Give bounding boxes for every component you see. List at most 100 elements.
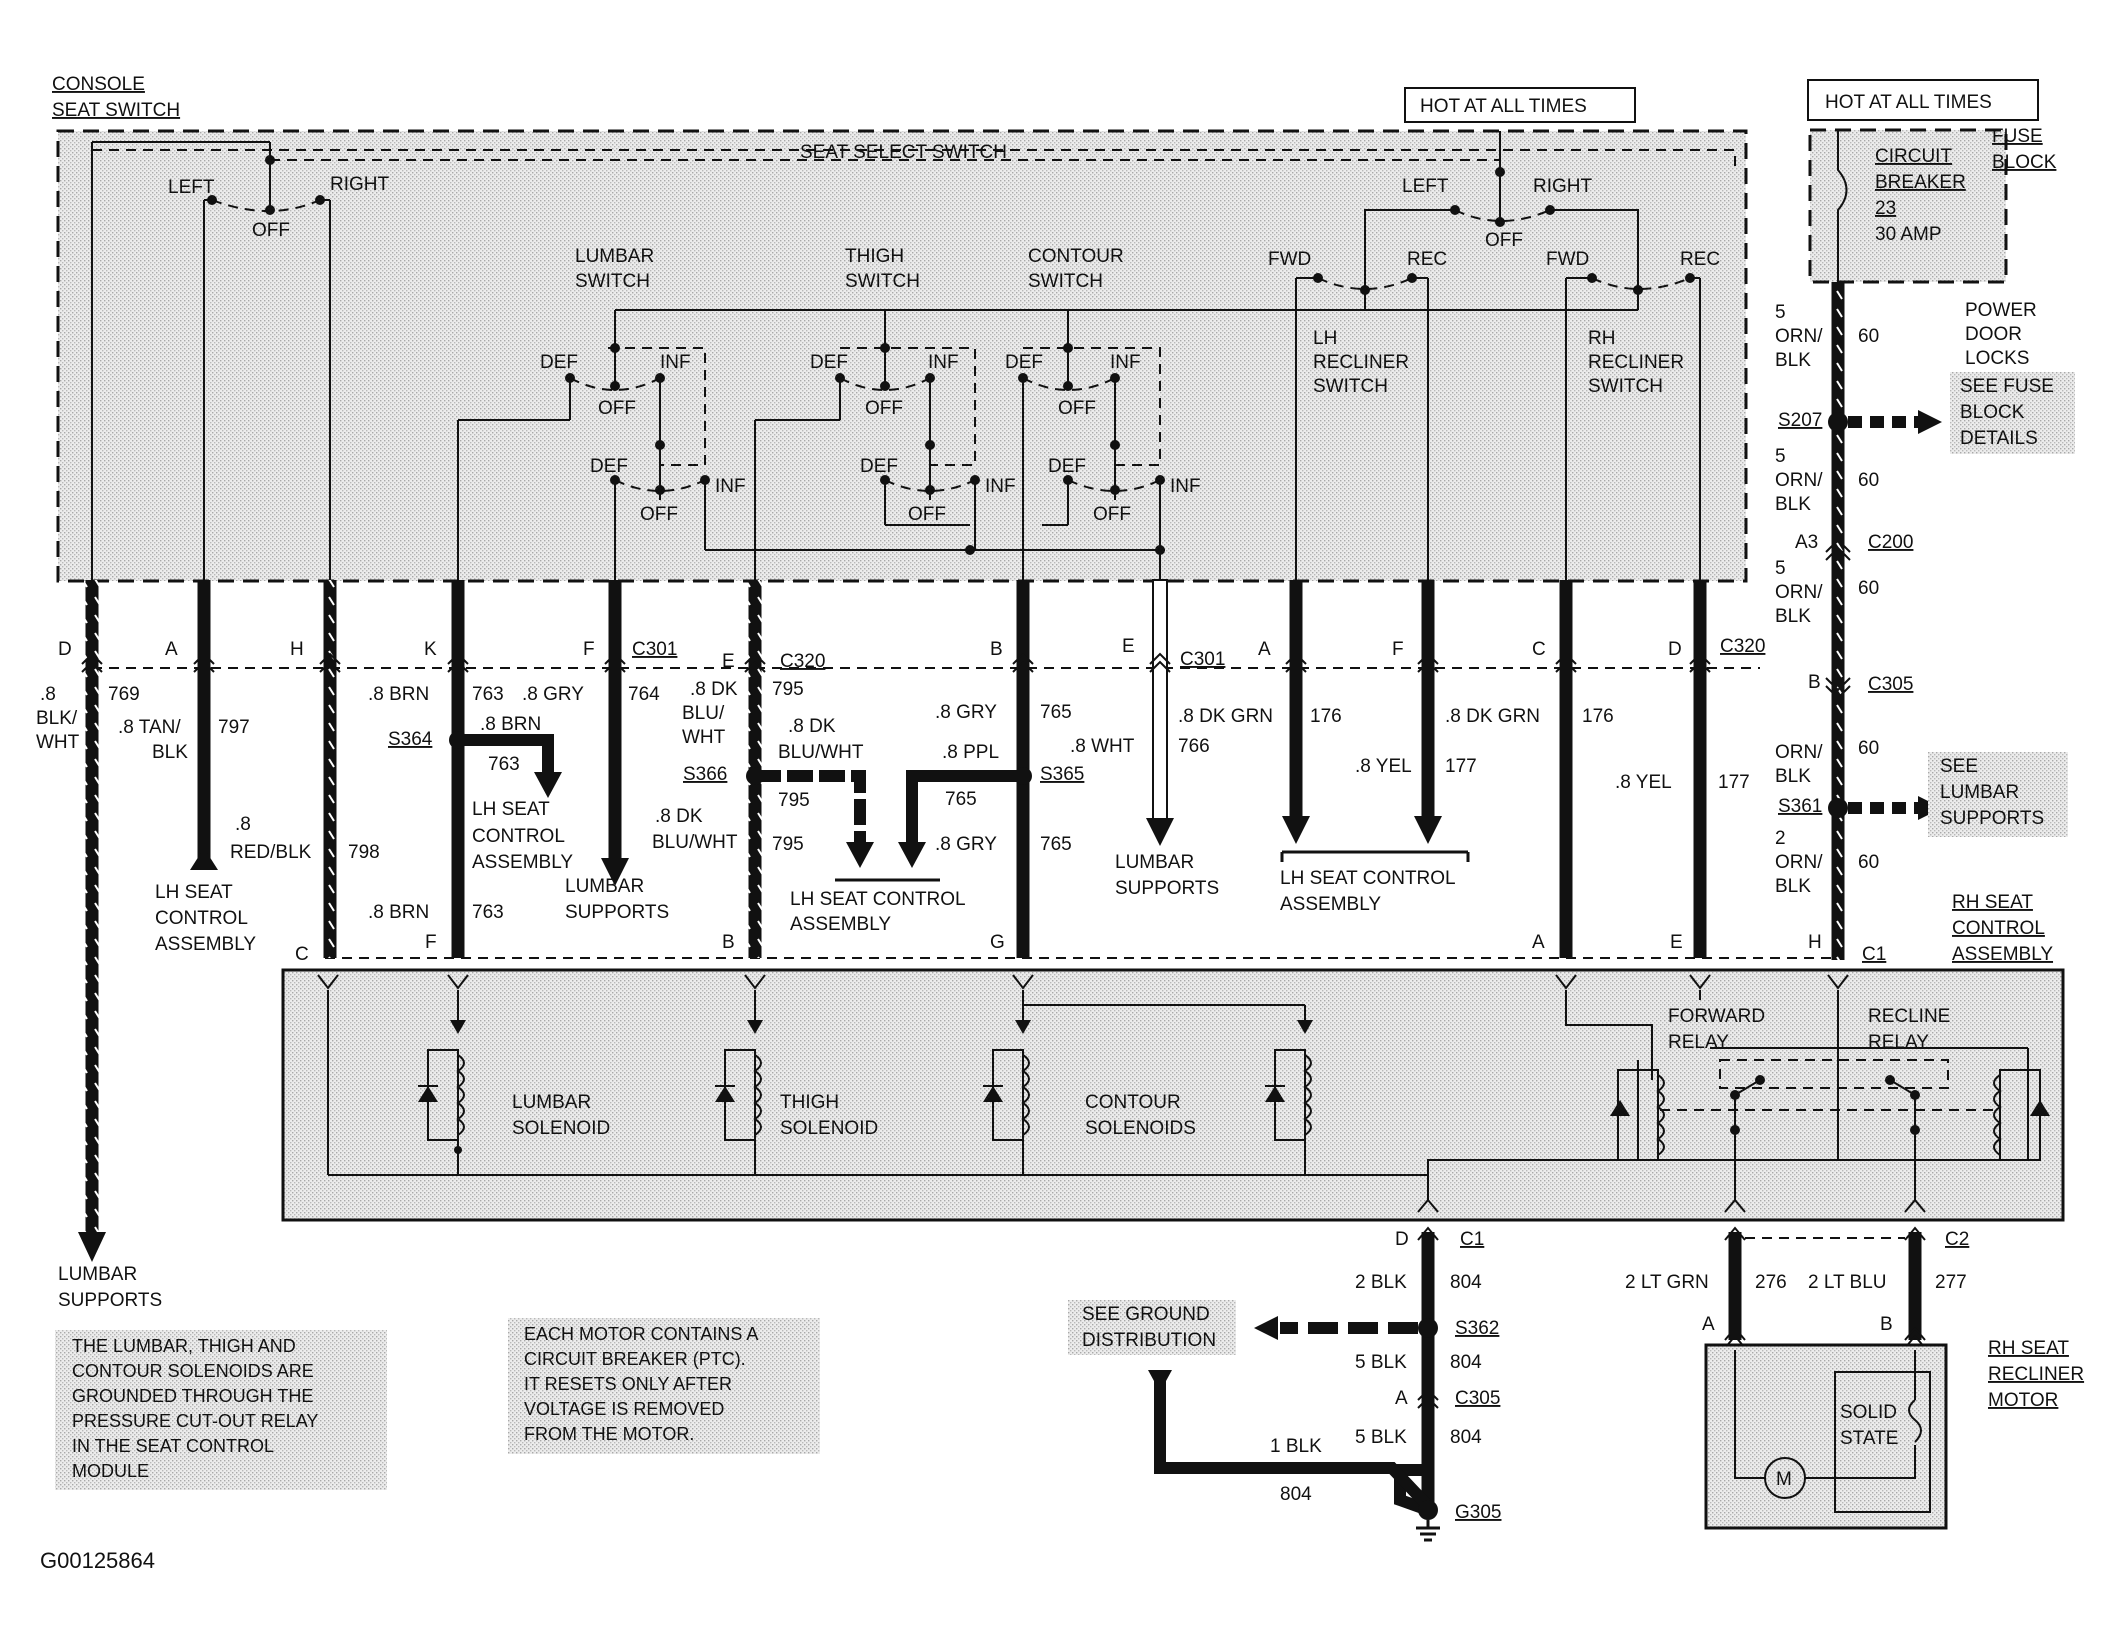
svg-text:B: B xyxy=(990,639,1003,660)
note-solenoids-ground: THE LUMBAR, THIGH AND CONTOUR SOLENOIDS … xyxy=(55,1330,387,1490)
svg-text:LEFT: LEFT xyxy=(1402,176,1449,197)
svg-text:S207: S207 xyxy=(1778,410,1822,431)
wire-labels: .8 BLK/ WHT 769 .8 TAN/ BLK 797 .8 RED/B… xyxy=(36,679,1750,923)
svg-text:.8 TAN/: .8 TAN/ xyxy=(118,717,181,738)
svg-text:LH: LH xyxy=(1313,328,1337,349)
svg-text:RECLINE: RECLINE xyxy=(1868,1006,1950,1027)
svg-text:176: 176 xyxy=(1582,706,1614,727)
svg-text:SEE GROUND: SEE GROUND xyxy=(1082,1304,1210,1325)
svg-text:C320: C320 xyxy=(1720,636,1765,657)
console-title-1: CONSOLE xyxy=(52,74,145,95)
svg-text:60: 60 xyxy=(1858,326,1879,347)
svg-text:SOLID: SOLID xyxy=(1840,1402,1897,1423)
seat-control-module: C F B G A E H C1 RH SEAT CONTROL ASSEMBL… xyxy=(281,892,2065,1222)
thigh-solenoid: THIGH SOLENOID xyxy=(715,990,878,1175)
ground-circuit: D C1 2 BLK 804 SEE GROUND DISTRIBUTION S… xyxy=(1068,1226,1501,1542)
svg-text:5 BLK: 5 BLK xyxy=(1355,1352,1407,1373)
svg-text:BLK/: BLK/ xyxy=(36,708,78,729)
svg-text:SUPPORTS: SUPPORTS xyxy=(1940,808,2044,829)
svg-text:LOCKS: LOCKS xyxy=(1965,348,2029,369)
svg-text:LH SEAT: LH SEAT xyxy=(472,799,550,820)
svg-text:277: 277 xyxy=(1935,1272,1967,1293)
svg-text:.8 DK: .8 DK xyxy=(690,679,738,700)
svg-text:LUMBAR: LUMBAR xyxy=(575,246,654,267)
svg-text:DEF: DEF xyxy=(1005,352,1043,373)
svg-text:BLOCK: BLOCK xyxy=(1992,152,2057,173)
svg-text:.8 PPL: .8 PPL xyxy=(942,742,999,763)
svg-text:DEF: DEF xyxy=(860,456,898,477)
svg-text:S366: S366 xyxy=(683,764,727,785)
svg-text:DEF: DEF xyxy=(540,352,578,373)
svg-text:OFF: OFF xyxy=(865,398,903,419)
svg-text:ASSEMBLY: ASSEMBLY xyxy=(1280,894,1381,915)
svg-text:THIGH: THIGH xyxy=(780,1092,839,1113)
svg-text:769: 769 xyxy=(108,684,140,705)
svg-text:SWITCH: SWITCH xyxy=(1588,376,1663,397)
svg-text:M: M xyxy=(1776,1469,1792,1490)
svg-text:2 LT BLU: 2 LT BLU xyxy=(1808,1272,1887,1293)
svg-text:SUPPORTS: SUPPORTS xyxy=(1115,878,1219,899)
svg-text:5: 5 xyxy=(1775,302,1786,323)
svg-text:CONTOUR: CONTOUR xyxy=(1085,1092,1181,1113)
svg-text:C301: C301 xyxy=(1180,649,1225,670)
svg-text:.8 DK GRN: .8 DK GRN xyxy=(1445,706,1540,727)
svg-text:RECLINER: RECLINER xyxy=(1313,352,1409,373)
svg-text:B: B xyxy=(722,932,735,953)
svg-text:D: D xyxy=(1668,639,1682,660)
svg-text:763: 763 xyxy=(472,902,504,923)
svg-text:C1: C1 xyxy=(1460,1229,1484,1250)
svg-text:B: B xyxy=(1880,1314,1893,1335)
power-feed: 5 ORN/ BLK 60 POWER DOOR LOCKS SEE FUSE … xyxy=(1775,282,2075,960)
fuse-block: CIRCUIT BREAKER 23 30 AMP FUSE BLOCK xyxy=(1808,126,2057,284)
svg-text:1 BLK: 1 BLK xyxy=(1270,1436,1322,1457)
svg-text:CONTROL: CONTROL xyxy=(1952,918,2045,939)
svg-text:BLK: BLK xyxy=(1775,606,1811,627)
svg-text:DOOR: DOOR xyxy=(1965,324,2022,345)
svg-text:C200: C200 xyxy=(1868,532,1913,553)
svg-text:763: 763 xyxy=(472,684,504,705)
thigh-switch: THIGH SWITCH DEF INF OFF DEF INF OFF xyxy=(754,246,1016,580)
svg-text:H: H xyxy=(1808,932,1822,953)
svg-text:766: 766 xyxy=(1178,736,1210,757)
console-seat-switch: CONSOLE SEAT SWITCH SEAT SELECT SWITCH xyxy=(52,74,1748,583)
svg-text:ORN/: ORN/ xyxy=(1775,326,1823,347)
svg-text:795: 795 xyxy=(772,679,804,700)
svg-text:E: E xyxy=(722,651,735,672)
svg-text:DEF: DEF xyxy=(590,456,628,477)
svg-text:.8 YEL: .8 YEL xyxy=(1355,756,1412,777)
svg-text:LUMBAR: LUMBAR xyxy=(1115,852,1194,873)
svg-text:WHT: WHT xyxy=(36,732,80,753)
svg-text:F: F xyxy=(425,932,437,953)
svg-text:A: A xyxy=(1258,639,1271,660)
svg-text:RELAY: RELAY xyxy=(1668,1032,1729,1053)
hot-box-left: HOT AT ALL TIMES xyxy=(1404,87,1636,123)
svg-text:SOLENOIDS: SOLENOIDS xyxy=(1085,1118,1196,1139)
svg-text:S362: S362 xyxy=(1455,1318,1499,1339)
svg-text:C305: C305 xyxy=(1455,1388,1500,1409)
relays: FORWARD RELAY RECLINE RELAY xyxy=(1565,990,2050,1200)
svg-text:2: 2 xyxy=(1775,828,1786,849)
svg-text:C301: C301 xyxy=(632,639,677,660)
svg-text:BLK: BLK xyxy=(152,742,188,763)
svg-text:BREAKER: BREAKER xyxy=(1875,172,1966,193)
svg-text:OFF: OFF xyxy=(598,398,636,419)
svg-text:ASSEMBLY: ASSEMBLY xyxy=(155,934,256,955)
svg-text:.8 DK: .8 DK xyxy=(655,806,703,827)
svg-text:DISTRIBUTION: DISTRIBUTION xyxy=(1082,1330,1216,1351)
svg-text:60: 60 xyxy=(1858,470,1879,491)
svg-text:S365: S365 xyxy=(1040,764,1084,785)
svg-text:IN THE SEAT CONTROL: IN THE SEAT CONTROL xyxy=(72,1436,274,1456)
svg-text:A: A xyxy=(1702,1314,1715,1335)
note-motor-breaker: EACH MOTOR CONTAINS A CIRCUIT BREAKER (P… xyxy=(508,1318,820,1454)
svg-text:177: 177 xyxy=(1718,772,1750,793)
svg-text:SWITCH: SWITCH xyxy=(1028,271,1103,292)
svg-text:276: 276 xyxy=(1755,1272,1787,1293)
svg-text:BLOCK: BLOCK xyxy=(1960,402,2025,423)
svg-text:BLU/WHT: BLU/WHT xyxy=(778,742,864,763)
svg-text:C2: C2 xyxy=(1945,1229,1969,1250)
rh-recliner-motor: M SOLID STATE 2 LT GRN 276 2 LT BLU 277 … xyxy=(1625,1226,2084,1530)
seat-select-left-switch: LEFT RIGHT OFF xyxy=(91,141,1500,580)
svg-text:765: 765 xyxy=(1040,834,1072,855)
svg-text:STATE: STATE xyxy=(1840,1428,1898,1449)
svg-text:.8 YEL: .8 YEL xyxy=(1615,772,1672,793)
